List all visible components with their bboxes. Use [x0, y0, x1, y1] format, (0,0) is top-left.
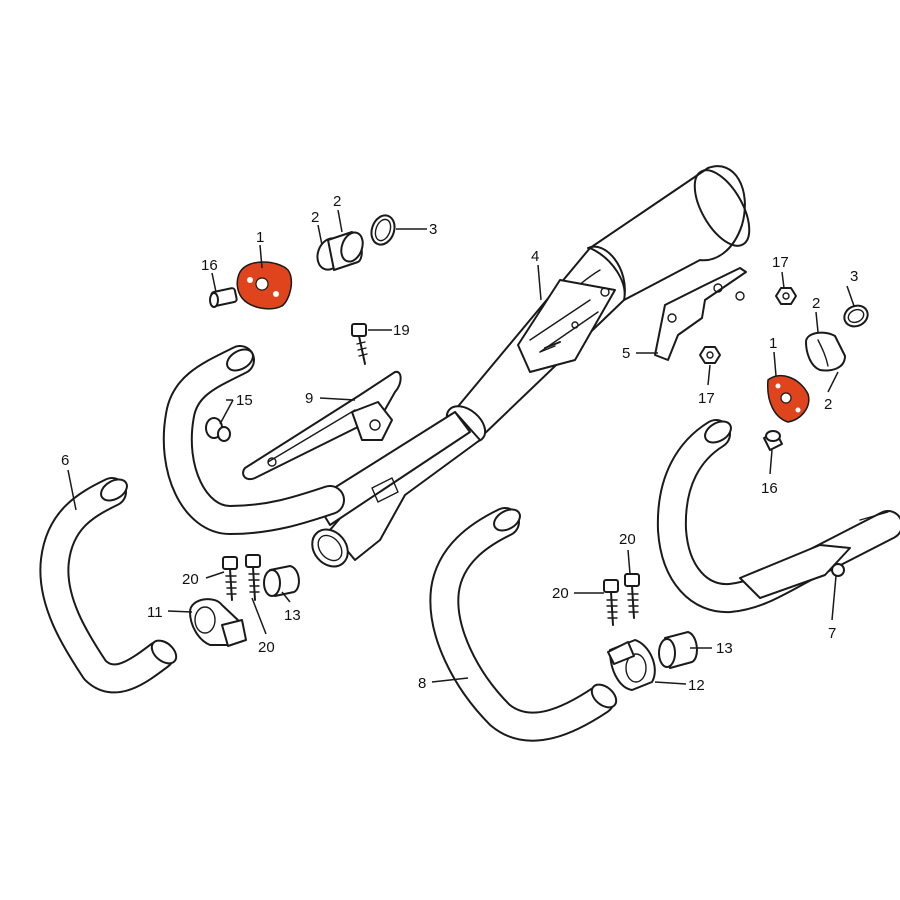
callout-1-left: 1 [256, 229, 264, 246]
bracket-part-9 [242, 370, 402, 480]
callout-16-left: 16 [201, 257, 218, 274]
callout-5: 5 [622, 345, 630, 362]
callout-8: 8 [418, 675, 426, 692]
flange-part-1-left [236, 261, 293, 310]
callout-1-right: 1 [769, 335, 777, 352]
callout-6: 6 [61, 452, 69, 469]
callout-20-right-b: 20 [619, 531, 636, 548]
callout-12: 12 [688, 677, 705, 694]
callout-3-left: 3 [429, 221, 437, 238]
callout-20-left-a: 20 [182, 571, 199, 588]
bolt-part-19 [351, 323, 368, 365]
callout-16-right: 16 [761, 480, 778, 497]
gasket-part-3-left [370, 214, 396, 246]
exhaust-pipe-part-6 [39, 477, 178, 694]
clamp-part-12 [607, 639, 656, 691]
bolts-part-20-right [603, 573, 640, 626]
flange-part-1-right [767, 374, 810, 423]
callout-19: 19 [393, 322, 410, 339]
callout-20-left-b: 20 [258, 639, 275, 656]
gasket-part-3-right [843, 304, 869, 328]
callout-2-left-b: 2 [333, 193, 341, 210]
bolts-part-20-left [222, 554, 261, 601]
callout-17-upper: 17 [772, 254, 789, 271]
callout-15: 15 [236, 392, 253, 409]
callout-20-right-a: 20 [552, 585, 569, 602]
left-exhaust-pipe-upper [162, 345, 345, 535]
callout-11: 11 [147, 604, 163, 621]
collar-part-2-left [316, 231, 364, 271]
gasket-part-13-left [263, 565, 300, 597]
callout-2-left-a: 2 [311, 209, 319, 226]
nut-part-17-upper [775, 287, 797, 305]
callout-17-lower: 17 [698, 390, 715, 407]
callout-7: 7 [828, 625, 836, 642]
callout-2-right-a: 2 [812, 295, 820, 312]
callout-13-right: 13 [716, 640, 733, 657]
nut-part-15 [205, 417, 231, 442]
callout-4: 4 [531, 248, 539, 265]
gasket-part-13-right [658, 631, 698, 669]
bolt-part-16-left [209, 287, 238, 308]
callout-3-right: 3 [850, 268, 858, 285]
bracket-part-5 [654, 267, 747, 361]
clamp-part-11 [189, 598, 247, 647]
callout-9: 9 [305, 390, 313, 407]
collar-part-2-right [805, 331, 846, 372]
callout-2-right-b: 2 [824, 396, 832, 413]
exhaust-pipe-part-8 [429, 507, 618, 742]
bolt-part-16-right [763, 430, 783, 451]
nut-part-17-lower [699, 346, 721, 364]
callout-13-left: 13 [284, 607, 301, 624]
callout-labels: 1 2 2 3 4 16 19 9 15 6 17 3 2 5 1 17 2 1… [61, 193, 858, 694]
exhaust-pipe-part-7 [656, 419, 900, 614]
leader-lines [67, 209, 855, 685]
